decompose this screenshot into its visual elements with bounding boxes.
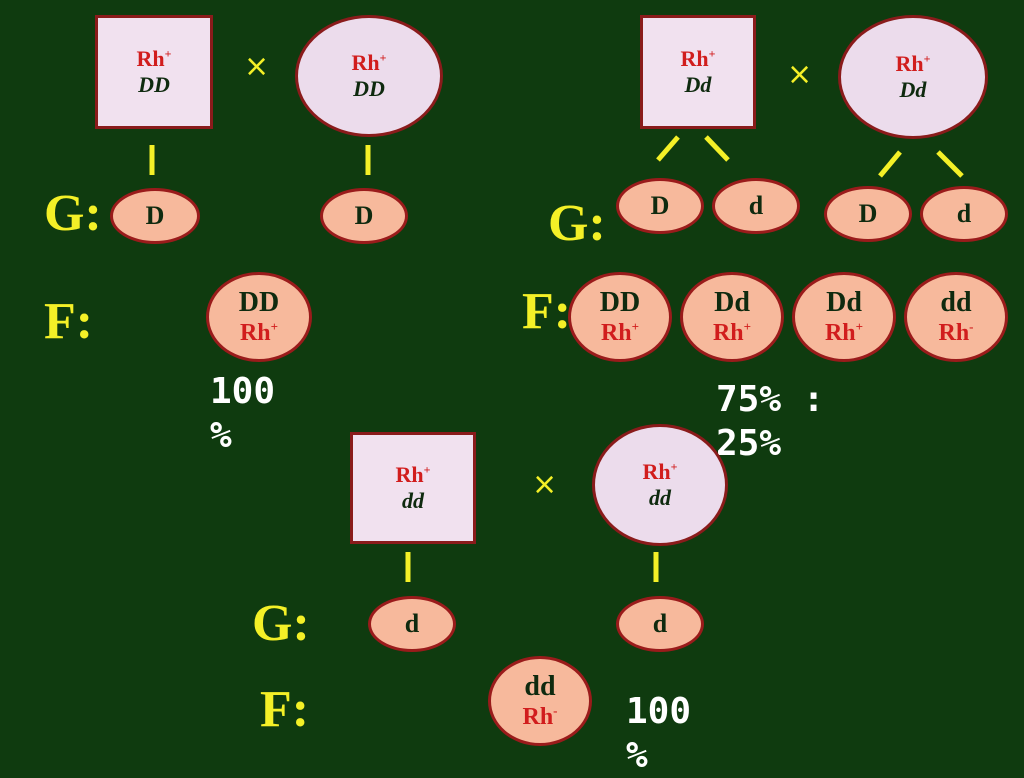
gamete: d — [368, 596, 456, 652]
offspring-label: F: — [522, 283, 572, 340]
rh-label: Rh+ — [895, 51, 931, 76]
cross2-female-parent: Rh+ Dd — [838, 15, 988, 139]
connector-line — [656, 135, 680, 162]
offspring-genotype: DD — [238, 287, 280, 318]
offspring: DD Rh+ — [568, 272, 672, 362]
rh-label: Rh+ — [642, 459, 678, 484]
cross-symbol: × — [244, 49, 270, 84]
gamete: d — [616, 596, 704, 652]
gamete: D — [110, 188, 200, 244]
offspring-rh: Rh+ — [600, 319, 640, 346]
gametes-label: G: — [548, 195, 606, 252]
cross3-female-parent: Rh+ dd — [592, 424, 728, 546]
offspring-genotype: Dd — [714, 287, 750, 318]
genotype-label: dd — [402, 488, 424, 513]
genotype-label: DD — [353, 76, 385, 101]
offspring-rh: Rh+ — [712, 319, 752, 346]
offspring-genotype: DD — [599, 287, 641, 318]
cross-symbol: × — [532, 467, 558, 502]
cross2-male-parent: Rh+ Dd — [640, 15, 756, 129]
gamete: D — [824, 186, 912, 242]
cross3-male-parent: Rh+ dd — [350, 432, 476, 544]
gamete: D — [616, 178, 704, 234]
offspring: dd Rh- — [488, 656, 592, 746]
offspring-genotype: Dd — [826, 287, 862, 318]
connector-line — [704, 135, 730, 162]
rh-label: Rh+ — [680, 46, 716, 71]
offspring-rh: Rh- — [522, 703, 558, 730]
rh-label: Rh+ — [395, 462, 431, 487]
gamete: D — [320, 188, 408, 244]
genotype-label: dd — [649, 485, 671, 510]
genotype-label: DD — [138, 72, 170, 97]
rh-label: Rh+ — [351, 50, 387, 75]
offspring-label: F: — [44, 293, 94, 350]
offspring-rh: Rh- — [938, 319, 974, 346]
offspring: DD Rh+ — [206, 272, 312, 362]
connector-line — [878, 150, 902, 178]
ratio-text: 100 % — [210, 371, 276, 456]
offspring-rh: Rh+ — [824, 319, 864, 346]
offspring-genotype: dd — [524, 671, 556, 702]
genotype-label: Dd — [899, 77, 927, 102]
offspring-label: F: — [260, 681, 310, 738]
offspring: Dd Rh+ — [680, 272, 784, 362]
gamete: d — [712, 178, 800, 234]
cross1-female-parent: Rh+ DD — [295, 15, 443, 137]
rh-label: Rh+ — [136, 46, 172, 71]
cross-symbol: × — [787, 57, 813, 92]
offspring: Dd Rh+ — [792, 272, 896, 362]
offspring: dd Rh- — [904, 272, 1008, 362]
gametes-label: G: — [44, 185, 102, 242]
offspring-genotype: dd — [940, 287, 972, 318]
ratio-text: 75% : 25% — [716, 379, 825, 464]
gametes-label: G: — [252, 595, 310, 652]
genotype-label: Dd — [684, 72, 712, 97]
connector-line — [936, 150, 964, 178]
cross1-male-parent: Rh+ DD — [95, 15, 213, 129]
offspring-rh: Rh+ — [239, 319, 279, 346]
gamete: d — [920, 186, 1008, 242]
ratio-text: 100 % — [626, 691, 692, 776]
